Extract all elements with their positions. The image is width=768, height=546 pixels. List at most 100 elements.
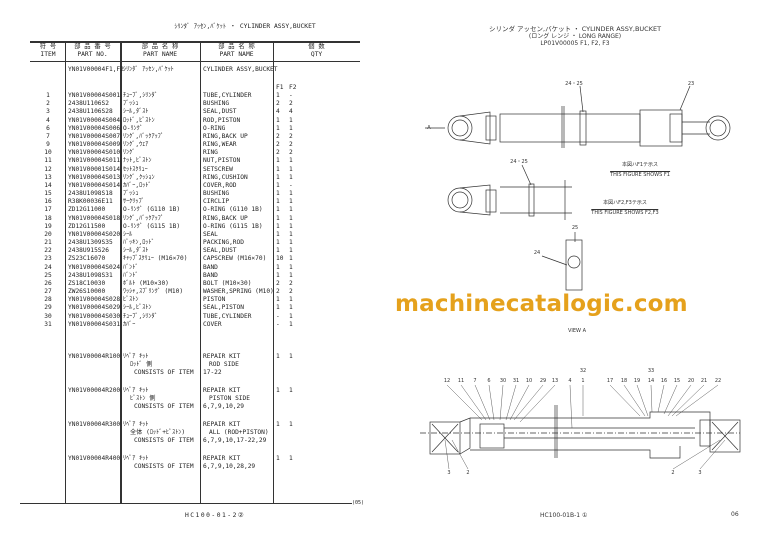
page-number: 06 — [731, 511, 739, 518]
qty-f2: 1 — [289, 157, 293, 165]
part-name-en: WASHER,SPRING (M10) — [203, 288, 274, 296]
item-number: 4 — [46, 116, 50, 124]
qty-f2: 1 — [289, 263, 293, 271]
part-name-en: BUSHING — [203, 190, 230, 198]
note-f1: THIS FIGURE SHOWS F1 — [610, 171, 670, 178]
part-name-jp: ｼｰﾙ,ﾀﾞｽﾄ — [123, 108, 149, 116]
section-callout: 16 — [660, 378, 668, 384]
section-callout: 6 — [487, 378, 491, 384]
consists-label: CONSISTS OF ITEM — [134, 437, 194, 444]
watermark: machinecatalogic.com — [395, 291, 688, 317]
qty-f1: 1 — [276, 222, 280, 230]
qty-f1: 1 — [276, 157, 280, 165]
kit-name-jp: ﾘﾍﾟｱ ｷｯﾄ — [123, 387, 149, 394]
qty-f2: 1 — [289, 230, 293, 238]
part-name-jp: ｻｰｸﾘｯﾌﾟ — [123, 198, 145, 206]
part-name-jp: ｶﾊﾞｰ — [123, 320, 136, 328]
part-name-en: TUBE,CYLINDER — [203, 312, 252, 320]
part-name-jp: ﾘﾝｸﾞ — [123, 149, 136, 157]
qty-col-f2: F2 — [289, 84, 297, 91]
section-callout: 15 — [673, 378, 681, 384]
kit-name-en: REPAIR KIT — [203, 353, 241, 360]
part-name-jp: ﾘﾝｸﾞ,ﾊﾞｯｸｱｯﾌﾟ — [123, 214, 164, 222]
section-callout: 19 — [633, 378, 641, 384]
section-callout: 1 — [581, 378, 585, 384]
part-name-en: SEAL,DUST — [203, 247, 237, 255]
item-number: 14 — [44, 181, 52, 189]
part-name-jp: ｾｯﾄｽｸﾘｭｰ — [123, 165, 148, 173]
table-bottom-rule — [20, 503, 352, 504]
item-number: 23 — [44, 255, 52, 263]
part-name-jp: ｶﾊﾞｰ,ﾛｯﾄﾞ — [123, 181, 152, 189]
section-callout: 11 — [457, 378, 465, 384]
part-number: YN01V00004S013 — [68, 173, 121, 181]
part-name-jp: O-ﾘﾝｸﾞ (G110 1B) — [123, 206, 181, 214]
part-name-en: RING,WEAR — [203, 141, 237, 149]
item-number: 22 — [44, 247, 52, 255]
right-title-1: シリンダ アッセン,バケット ・ CYLINDER ASSY,BUCKET — [488, 25, 662, 33]
qty-f2: - — [289, 92, 293, 99]
item-number: 29 — [44, 304, 52, 312]
header-partno-jp: 部 品 番 号 — [74, 43, 111, 50]
header-name-jp: PART NAME — [142, 51, 178, 58]
right-title-3: LP01V00005 F1, F2, F3 — [540, 40, 610, 47]
right-title-2: (ロング レンジ ・ LONG RANGE) — [528, 33, 622, 40]
part-name-en: NUT,PISTON — [203, 157, 241, 165]
part-name-jp: ｼｰﾙ,ﾀﾞｽﾄ — [123, 247, 149, 255]
part-name-en: PISTON — [203, 296, 226, 304]
consists-items: 6,7,9,10,17-22,29 — [203, 437, 267, 444]
qty-f2: 2 — [289, 288, 293, 296]
qty-f2: 1 — [289, 353, 293, 360]
consists-label: CONSISTS OF ITEM — [134, 463, 194, 470]
kit-name-jp: 全体 (ﾛｯﾄﾞ+ﾋﾟｽﾄﾝ) — [130, 429, 186, 436]
item-number: 18 — [44, 214, 52, 222]
part-number: YN01V00004S018 — [68, 214, 121, 222]
qty-f2: 1 — [289, 387, 293, 394]
assembly-name-en: CYLINDER ASSY,BUCKET — [203, 66, 278, 73]
part-name-en: COVER,ROD — [203, 181, 237, 189]
qty-f1: 1 — [276, 214, 280, 222]
qty-f2: 1 — [289, 247, 293, 255]
part-name-en: COVER — [203, 320, 222, 328]
item-number: 25 — [44, 271, 52, 279]
qty-f2: 2 — [289, 279, 293, 287]
part-number: YN01V00004R200 — [68, 387, 121, 394]
consists-items: 6,7,9,10,29 — [203, 403, 244, 410]
header-partno: PART NO. — [77, 51, 108, 58]
item-number: 30 — [44, 312, 52, 320]
item-number: 24 — [44, 263, 52, 271]
part-name-jp: ﾜｯｼｬ,ｽﾌﾟﾘﾝｸﾞ (M10) — [123, 288, 184, 296]
note-f23-jp: 本図ハF2,F3テ示ス — [603, 200, 647, 206]
qty-f2: 1 — [289, 421, 293, 428]
bottom-callout: 2 — [466, 470, 470, 476]
part-name-jp: ｼｰﾙ — [123, 230, 133, 238]
qty-f2: - — [289, 181, 293, 189]
qty-f2: 1 — [289, 271, 293, 279]
item-number: 9 — [46, 141, 50, 149]
part-number: YN01V00004R100 — [68, 353, 121, 360]
section-callout: 22 — [714, 378, 722, 384]
qty-f1: 2 — [276, 132, 280, 140]
qty-f2: 1 — [289, 173, 293, 181]
section-callout: 17 — [606, 378, 614, 384]
part-name-en: RING,BACK UP — [203, 214, 248, 222]
item-number: 13 — [44, 173, 52, 181]
part-name-en: BUSHING — [203, 100, 230, 108]
item-number: 12 — [44, 165, 52, 173]
part-number: YN01V00004S010 — [68, 149, 121, 157]
callout-24-25-lower: 24・25 — [510, 159, 528, 165]
part-number: ZS23C16070 — [68, 255, 106, 263]
part-number: YN01V00004S029 — [68, 304, 121, 312]
part-name-jp: ﾘﾝｸﾞ,ﾊﾞｯｸｱｯﾌﾟ — [123, 132, 164, 140]
item-number: 20 — [44, 230, 52, 238]
part-name-en: O-RING (G110 1B) — [203, 206, 263, 214]
page-marker: (05) — [352, 500, 365, 506]
part-name-jp: ﾊﾞﾝﾄﾞ — [123, 263, 139, 271]
part-name-en: BOLT (M10×30) — [203, 279, 252, 287]
part-name-en: PACKING,ROD — [203, 239, 244, 247]
